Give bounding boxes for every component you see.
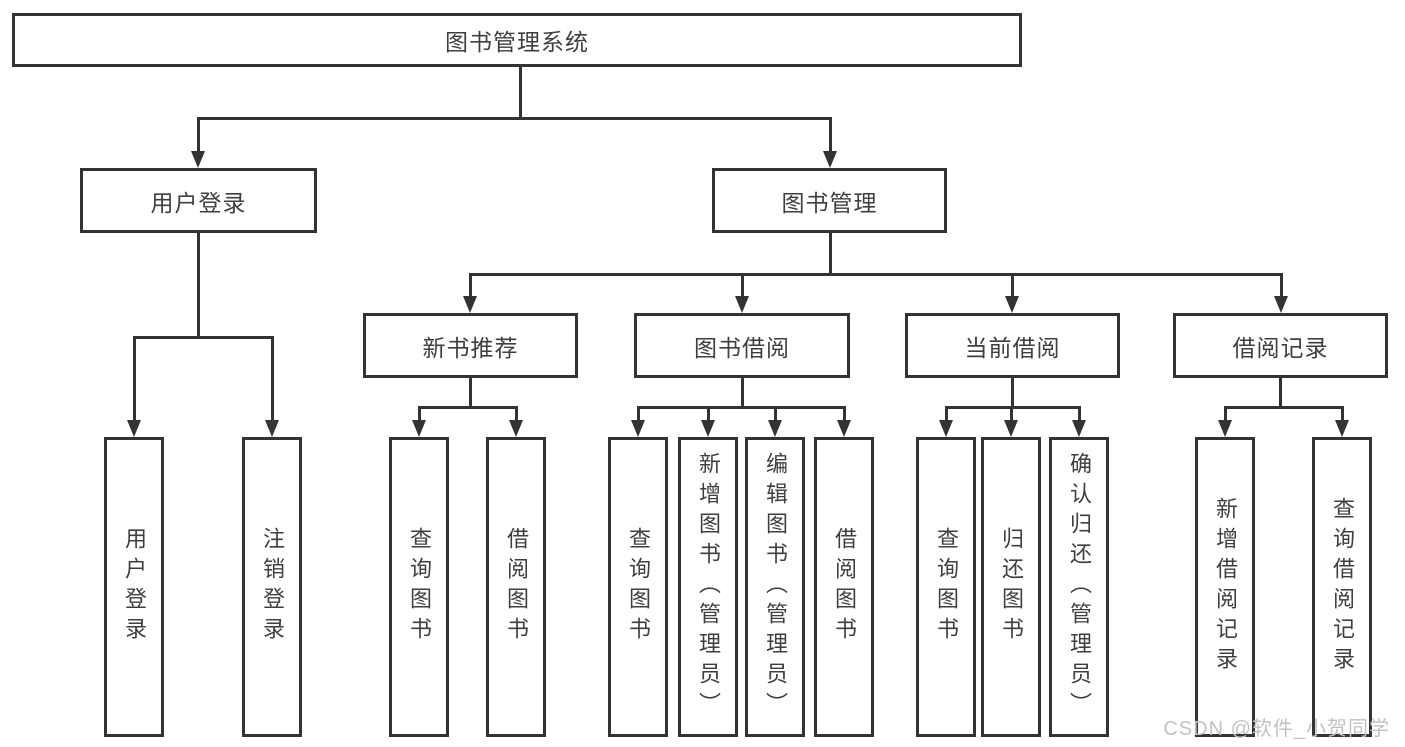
connector-borrow-records-stem bbox=[1279, 378, 1282, 409]
arrow-to-leaf-add-book bbox=[701, 406, 715, 437]
leaf-confirm-return-admin: 确认归还（管理员） bbox=[1049, 437, 1109, 737]
connector-current-borrow-bar bbox=[944, 406, 1081, 409]
node-new-book-recommend: 新书推荐 bbox=[363, 313, 578, 378]
leaf-logout: 注销登录 bbox=[242, 437, 302, 737]
leaf-add-book-admin: 新增图书（管理员） bbox=[678, 437, 738, 737]
arrow-to-leaf-query-record bbox=[1335, 406, 1349, 437]
arrow-to-leaf-borrow-book-2 bbox=[837, 406, 851, 437]
arrow-to-current-borrow bbox=[1005, 273, 1019, 313]
arrow-to-book-management bbox=[823, 117, 837, 168]
connector-book-mgmt-bar bbox=[468, 273, 1283, 276]
connector-root-stem bbox=[518, 67, 522, 120]
leaf-query-borrow-record: 查询借阅记录 bbox=[1312, 437, 1372, 737]
leaf-edit-book-admin: 编辑图书（管理员） bbox=[745, 437, 805, 737]
arrow-to-leaf-return-book bbox=[1004, 406, 1018, 437]
node-book-borrow: 图书借阅 bbox=[634, 313, 850, 378]
connector-new-book-bar bbox=[417, 406, 518, 409]
arrow-to-user-login bbox=[191, 117, 205, 168]
connector-current-borrow-stem bbox=[1011, 378, 1014, 409]
connector-user-login-stem bbox=[196, 233, 200, 339]
arrow-to-leaf-query-book-1 bbox=[412, 406, 426, 437]
node-borrow-records: 借阅记录 bbox=[1173, 313, 1388, 378]
connector-new-book-stem bbox=[469, 378, 472, 409]
arrow-to-borrow-records bbox=[1274, 273, 1288, 313]
connector-book-borrow-stem bbox=[740, 378, 744, 409]
arrow-to-leaf-logout bbox=[265, 336, 279, 437]
leaf-query-book-1: 查询图书 bbox=[389, 437, 449, 737]
connector-root-bar bbox=[196, 117, 832, 120]
leaf-user-login: 用户登录 bbox=[104, 437, 164, 737]
arrow-to-book-borrow bbox=[735, 273, 749, 313]
connector-borrow-records-bar bbox=[1223, 406, 1344, 409]
arrow-to-leaf-query-book-3 bbox=[939, 406, 953, 437]
node-library-system: 图书管理系统 bbox=[12, 13, 1022, 67]
arrow-to-leaf-query-book-2 bbox=[631, 406, 645, 437]
arrow-to-leaf-confirm-return bbox=[1072, 406, 1086, 437]
arrow-to-leaf-edit-book bbox=[768, 406, 782, 437]
csdn-watermark: CSDN @软件_小贺同学 bbox=[1163, 718, 1390, 740]
node-user-login: 用户登录 bbox=[80, 168, 317, 233]
arrow-to-leaf-add-record bbox=[1218, 406, 1232, 437]
connector-book-borrow-bar bbox=[636, 406, 846, 409]
connector-user-login-bar bbox=[132, 336, 274, 339]
leaf-query-book-3: 查询图书 bbox=[916, 437, 976, 737]
arrow-to-leaf-user-login bbox=[127, 336, 141, 437]
connector-book-mgmt-stem bbox=[828, 233, 832, 276]
leaf-query-book-2: 查询图书 bbox=[608, 437, 668, 737]
arrow-to-new-book-recommend bbox=[463, 273, 477, 313]
leaf-borrow-book-1: 借阅图书 bbox=[486, 437, 546, 737]
node-book-management: 图书管理 bbox=[712, 168, 947, 233]
leaf-add-borrow-record: 新增借阅记录 bbox=[1195, 437, 1255, 737]
leaf-return-book: 归还图书 bbox=[981, 437, 1041, 737]
leaf-borrow-book-2: 借阅图书 bbox=[814, 437, 874, 737]
arrow-to-leaf-borrow-book-1 bbox=[509, 406, 523, 437]
node-current-borrow: 当前借阅 bbox=[905, 313, 1120, 378]
